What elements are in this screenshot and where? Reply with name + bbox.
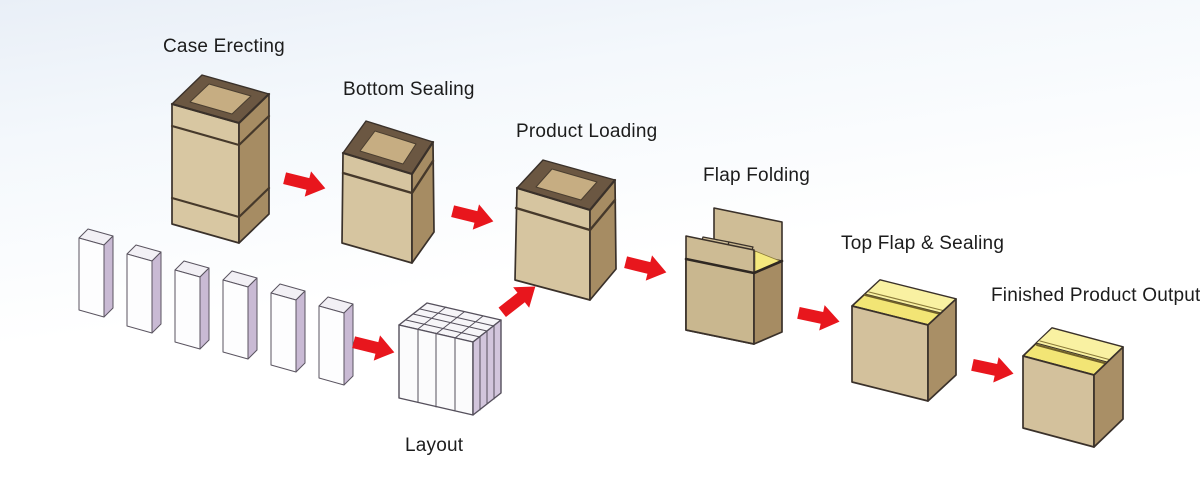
- step-label-case-erecting: Case Erecting: [163, 36, 285, 57]
- step-label-flap-folding: Flap Folding: [703, 165, 810, 186]
- product-column: [78, 228, 114, 318]
- case-erecting-box: [170, 74, 271, 244]
- step-label-layout: Layout: [405, 435, 464, 456]
- flow-arrow-icon: [451, 204, 494, 230]
- finished-product-box: [1022, 327, 1124, 448]
- flow-arrow-icon: [971, 357, 1014, 383]
- product-column: [174, 260, 210, 350]
- product-column: [318, 296, 354, 386]
- flow-arrow-icon: [624, 255, 667, 281]
- flow-arrow-icon: [498, 286, 536, 318]
- layout-stack: [398, 302, 502, 416]
- flow-arrow-icon: [352, 335, 395, 361]
- product-column: [270, 283, 306, 373]
- step-label-product-loading: Product Loading: [516, 121, 658, 142]
- product-column: [222, 270, 258, 360]
- flow-arrow-icon: [797, 305, 840, 331]
- product-loading-box: [514, 159, 617, 301]
- step-label-top-flap-sealing: Top Flap & Sealing: [841, 233, 1005, 254]
- step-label-finished-product-output: Finished Product Output: [991, 285, 1200, 306]
- flap-folding-box: [684, 207, 784, 345]
- flow-arrow-icon: [283, 171, 326, 197]
- step-label-bottom-sealing: Bottom Sealing: [343, 79, 475, 100]
- product-columns: [78, 228, 354, 386]
- flow-arrows: [283, 171, 1014, 383]
- top-flap-sealing-box: [851, 279, 957, 402]
- product-column: [126, 244, 162, 334]
- bottom-sealing-box: [341, 120, 435, 264]
